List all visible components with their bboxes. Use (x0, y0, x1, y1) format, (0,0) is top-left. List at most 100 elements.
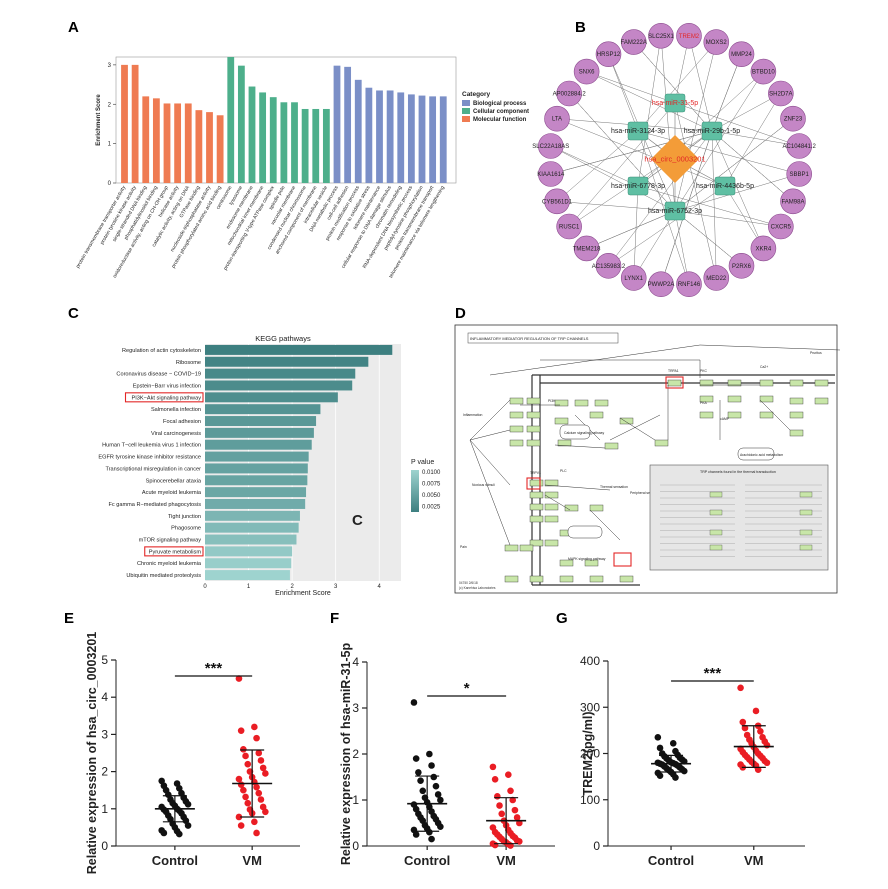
data-point (253, 734, 260, 742)
data-point (757, 728, 764, 735)
kegg-pathway-label: Ribosome (176, 360, 201, 366)
kegg-pathway-label: Human T−cell leukemia virus 1 infection (102, 443, 201, 449)
kegg-bar (205, 416, 317, 427)
kegg-pathway-label: Coronavirus disease − COVID−19 (116, 372, 201, 378)
mrna-label: LTA (552, 117, 562, 123)
kegg-gene-box (699, 379, 714, 387)
kegg-map-title-box (467, 332, 619, 344)
kegg-pathway-label: Tight junction (168, 514, 201, 520)
kegg-pathway-label: Epstein−Barr virus infection (133, 383, 201, 389)
data-point (259, 764, 267, 772)
kegg-watermark-c: C (352, 512, 363, 529)
kegg-pathway-label: PI3K−Akt signaling pathway (132, 395, 202, 401)
kegg-table-gene-box (709, 491, 723, 498)
data-point (669, 740, 677, 747)
mirna-node (627, 176, 649, 196)
go-bar (365, 87, 373, 183)
go-bar (439, 96, 447, 183)
kegg-bar (205, 439, 312, 450)
kegg-gene-box (544, 503, 559, 511)
mrna-label: TMEM218 (573, 246, 601, 252)
network-edge (674, 118, 794, 212)
network-edge (711, 130, 717, 278)
mirna-label: hsa-miR-29b-1-5p (684, 128, 741, 135)
mrna-label: TREM2 (679, 34, 700, 40)
kegg-bar (205, 356, 369, 367)
network-edge (608, 185, 726, 267)
kegg-bar (205, 427, 314, 438)
go-bar (152, 98, 160, 183)
mrna-label: LYNX1 (624, 276, 643, 282)
mrna-node (728, 41, 755, 67)
data-point (257, 757, 265, 764)
mrna-node (780, 188, 806, 215)
network-edge (711, 130, 764, 249)
mrna-node (676, 271, 702, 298)
network-edge (637, 185, 781, 227)
kegg-connector (589, 509, 621, 541)
kegg-pathway-node (567, 525, 603, 539)
y-tick-label: 100 (580, 793, 600, 807)
network-edge (556, 130, 639, 202)
x-category-label: Control (404, 853, 450, 868)
kegg-connector (699, 344, 841, 351)
network-edge (711, 54, 742, 132)
network-edge (550, 130, 713, 175)
kegg-gene-box (509, 425, 524, 433)
kegg-table-gene-box (709, 529, 723, 536)
kegg-gene-box (509, 439, 524, 447)
mrna-node (556, 80, 582, 107)
network-edge (556, 118, 726, 187)
go-bar (291, 102, 298, 183)
mrna-label: SNX6 (579, 70, 595, 76)
kegg-pathway-label: Transcriptional misregulation in cancer (105, 466, 201, 472)
kegg-gene-box (544, 515, 559, 523)
mrna-label: P2RX6 (732, 264, 752, 270)
kegg-bar (205, 380, 353, 391)
kegg-gene-box (504, 544, 519, 552)
kegg-connector (489, 344, 701, 376)
kegg-connector (544, 494, 571, 511)
mrna-node (768, 213, 794, 240)
kegg-gene-box (529, 491, 544, 499)
go-y-tick-label: 1 (108, 142, 112, 148)
data-point (257, 796, 265, 803)
network-edge (688, 35, 713, 132)
data-point (432, 782, 440, 790)
kegg-pathway-label: Chronic myeloid leukemia (137, 561, 202, 567)
mrna-node (537, 161, 564, 187)
kegg-map-label: Noxious stimuli (472, 483, 495, 487)
kegg-bar (205, 463, 308, 474)
mirna-label: hsa-miR-6778-3p (611, 183, 665, 190)
x-category-label: VM (496, 853, 516, 868)
mrna-node (703, 265, 730, 291)
network-edge (608, 54, 639, 132)
go-bar (418, 95, 426, 183)
mrna-node (750, 235, 777, 262)
go-bar (333, 65, 341, 183)
x-category-label: VM (242, 853, 262, 868)
go-legend-swatch (462, 100, 470, 106)
network-edge (660, 35, 676, 212)
mrna-label: ZNF23 (784, 117, 803, 123)
kegg-gene-box (574, 399, 589, 407)
data-point (235, 813, 243, 821)
kegg-connector (469, 439, 511, 546)
go-bar (216, 115, 224, 183)
kegg-map-label: Thermal sensation (600, 485, 628, 489)
go-bar (195, 110, 203, 183)
mrna-node (595, 253, 622, 279)
mrna-label: PWWP2A (648, 282, 675, 288)
data-point (237, 727, 245, 734)
kegg-gene-box (529, 503, 544, 511)
kegg-gene-box (619, 575, 634, 583)
go-bar (386, 90, 394, 183)
data-point (505, 771, 512, 778)
network-edge (556, 201, 676, 212)
kegg-map-title: INFLAMMATORY MEDIATOR REGULATION OF TRP … (470, 336, 589, 341)
mrna-node (728, 253, 755, 279)
mirna-label: hsa-miR-4436b-5p (696, 183, 754, 190)
